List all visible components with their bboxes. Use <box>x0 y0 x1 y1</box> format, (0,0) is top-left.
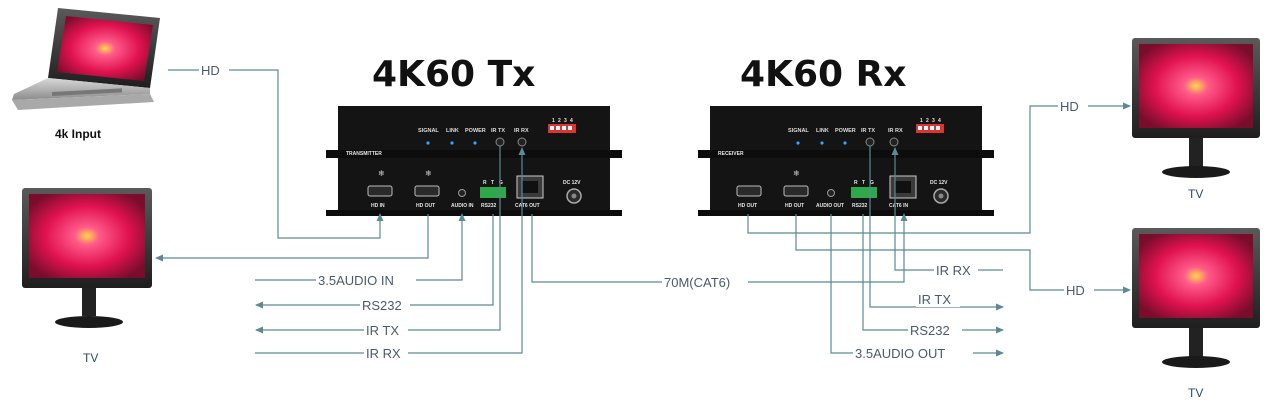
svg-text:3: 3 <box>564 118 567 124</box>
tx-port-dc12v: DC 12V <box>563 180 581 186</box>
tx-port-hdin: HD IN <box>371 203 385 209</box>
rx-power-led <box>843 141 847 145</box>
rx-port-audioout: AUDIO OUT <box>816 203 844 209</box>
tx-panel-power: POWER <box>465 128 486 134</box>
tx-signal-led <box>426 141 430 145</box>
tx-rs232-terminal <box>480 187 506 198</box>
rx-irtx-jack <box>865 137 875 147</box>
rx-signal-led <box>796 141 800 145</box>
wire-hd-out-tx <box>155 214 429 262</box>
rx-panel-link: LINK <box>816 128 829 134</box>
tx-rs232-pin-g: G <box>499 180 503 186</box>
rx-panel-irtx: IR TX <box>861 128 875 134</box>
rx-panel-irrx: IR RX <box>888 128 903 134</box>
wire-rs232-rx <box>862 214 1004 334</box>
conn-cat6: 70M(CAT6) <box>664 275 730 290</box>
conn-hd-out-rx-2: HD <box>1066 283 1085 298</box>
tx-port-rs232: RS232 <box>481 203 497 209</box>
tx-unit: SIGNAL LINK POWER IR TX IR RX 1 2 3 4 TR… <box>326 106 622 216</box>
rx-irrx-jack <box>889 137 899 147</box>
rx-hdout2-port <box>783 185 809 197</box>
rx-rs232-terminal <box>851 187 877 198</box>
rx-dip-switch: 1 2 3 4 <box>916 118 944 133</box>
tx-model-label: TRANSMITTER <box>346 151 382 157</box>
wire-audio-in <box>255 213 466 281</box>
wire-rs232-tx <box>255 214 494 309</box>
conn-hd-out-rx-1: HD <box>1060 99 1079 114</box>
svg-text:2: 2 <box>558 118 561 124</box>
conn-audio-in: 3.5AUDIO IN <box>318 273 394 288</box>
tv-left-icon <box>22 188 152 328</box>
svg-text:2: 2 <box>926 118 929 124</box>
tx-port-cat6out: CAT6 OUT <box>515 203 540 209</box>
tx-audioin-jack <box>458 189 466 197</box>
rx-port-dc12v: DC 12V <box>930 180 948 186</box>
tx-panel-signal: SIGNAL <box>418 128 439 134</box>
svg-text:1: 1 <box>552 118 555 124</box>
tx-panel-link: LINK <box>446 128 459 134</box>
laptop-icon <box>12 8 160 110</box>
tv-right-bottom-icon <box>1132 228 1260 368</box>
rx-model-label: RECEIVER <box>718 151 744 157</box>
tx-dip-switch: 1 2 3 4 <box>548 118 576 133</box>
rx-unit: SIGNAL LINK POWER IR TX IR RX 1 2 3 4 RE… <box>698 106 994 216</box>
rx-port-cat6in: CAT6 IN <box>889 203 908 209</box>
conn-irrx-rx: IR RX <box>936 263 971 278</box>
tx-port-hdout: HD OUT <box>416 203 435 209</box>
svg-text:4: 4 <box>570 118 573 124</box>
rx-port-hdout1: HD OUT <box>738 203 757 209</box>
rx-port-rs232: RS232 <box>852 203 868 209</box>
tv-right-top-label: TV <box>1188 187 1203 201</box>
conn-irtx-tx: IR TX <box>366 323 399 338</box>
rx-rs232-pin-g: G <box>870 180 874 186</box>
tv-right-top-icon <box>1132 38 1260 178</box>
tx-irrx-jack <box>517 137 527 147</box>
tx-rs232-pin-r: R <box>483 180 487 186</box>
conn-rs232-tx: RS232 <box>362 298 402 313</box>
tx-panel-irrx: IR RX <box>514 128 529 134</box>
tx-hdout-screw-icon: ❄ <box>425 169 432 178</box>
tv-left-label: TV <box>83 351 98 365</box>
rx-title: 4K60 Rx <box>740 54 907 95</box>
svg-text:4: 4 <box>938 118 941 124</box>
rx-hdout1-port <box>736 185 762 197</box>
tx-hdin-port <box>367 185 393 197</box>
wire-irtx-tx <box>255 146 501 334</box>
tx-irtx-jack <box>495 137 505 147</box>
rx-hdout2-screw-icon: ❄ <box>793 169 800 178</box>
tv-right-bottom-label: TV <box>1188 386 1203 400</box>
rx-rs232-pin-t: T <box>862 180 865 186</box>
wire-hd-out-rx-2 <box>795 214 1131 294</box>
rx-audioout-jack <box>827 189 835 197</box>
svg-text:1: 1 <box>920 118 923 124</box>
tx-port-audioin: AUDIO IN <box>451 203 474 209</box>
rx-panel-power: POWER <box>835 128 856 134</box>
wire-cat6 <box>531 213 908 283</box>
rx-panel-signal: SIGNAL <box>788 128 809 134</box>
tx-panel-irtx: IR TX <box>491 128 505 134</box>
tx-power-led <box>473 141 477 145</box>
conn-audio-out: 3.5AUDIO OUT <box>855 346 945 361</box>
tx-link-led <box>450 141 454 145</box>
conn-hd-in: HD <box>201 63 220 78</box>
conn-irrx-tx: IR RX <box>366 346 401 361</box>
rx-rs232-pin-r: R <box>854 180 858 186</box>
rx-link-led <box>820 141 824 145</box>
wire-hd-in <box>168 69 384 239</box>
wire-irrx-tx <box>255 147 526 354</box>
tx-hdout-port <box>414 185 440 197</box>
svg-text:3: 3 <box>932 118 935 124</box>
laptop-label: 4k Input <box>55 127 101 141</box>
tx-title: 4K60 Tx <box>372 54 535 95</box>
conn-irtx-rx: IR TX <box>918 292 951 307</box>
tx-hdin-screw-icon: ❄ <box>378 169 385 178</box>
conn-rs232-rx: RS232 <box>910 323 950 338</box>
tx-rs232-pin-t: T <box>491 180 494 186</box>
rx-port-hdout2: HD OUT <box>785 203 804 209</box>
